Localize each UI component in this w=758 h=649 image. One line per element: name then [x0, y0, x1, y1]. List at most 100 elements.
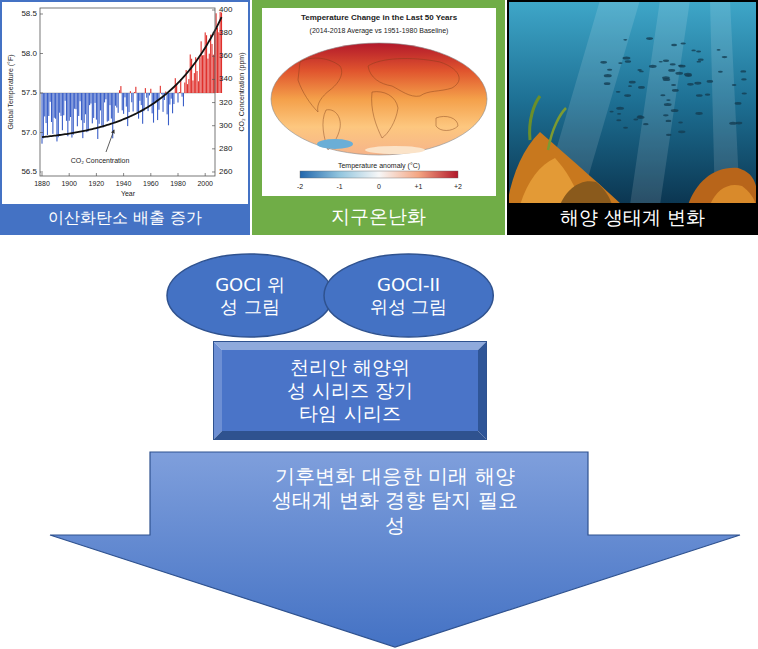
- temperature-bar: [56, 93, 57, 141]
- temperature-bar: [96, 93, 97, 120]
- temperature-bar: [66, 93, 67, 121]
- fish: [664, 103, 672, 106]
- temperature-bar: [209, 54, 210, 93]
- temperature-bar: [205, 32, 206, 93]
- fish: [625, 60, 631, 63]
- fish: [741, 78, 747, 80]
- temperature-bar: [177, 93, 178, 103]
- temperature-bar: [201, 41, 202, 93]
- chart-background: [0, 0, 250, 235]
- fish: [663, 60, 669, 62]
- ellipse-shape: [167, 254, 333, 337]
- temperature-bar: [62, 93, 63, 130]
- temperature-bar: [94, 93, 95, 103]
- fish: [722, 56, 728, 58]
- temperature-bar: [157, 93, 158, 120]
- axis-label: 1940: [116, 180, 132, 187]
- temperature-bar: [134, 92, 135, 94]
- temperature-bar: [88, 93, 89, 131]
- temperature-bar: [119, 90, 120, 93]
- fish: [696, 94, 703, 97]
- temperature-bar: [90, 93, 91, 104]
- temperature-bar: [55, 93, 56, 119]
- temperature-bar: [128, 93, 129, 112]
- fish: [604, 82, 611, 85]
- bevel-edge: [213, 431, 487, 440]
- fish: [623, 127, 628, 129]
- fish: [668, 69, 675, 72]
- fish: [666, 120, 672, 122]
- temperature-bar: [43, 93, 44, 138]
- axis-label: (2014-2018 Average vs 1951-1980 Baseline…: [310, 27, 449, 34]
- axis-label: 56.5: [21, 168, 37, 176]
- axis-label: 400: [219, 6, 232, 14]
- cold-spot: [317, 139, 353, 149]
- temperature-bar: [44, 93, 45, 116]
- tick: [212, 79, 215, 80]
- temperature-bar: [217, 27, 218, 93]
- fish: [678, 122, 683, 124]
- axis-label: CO₂ Concentration: [71, 157, 130, 164]
- temperature-bar: [48, 93, 49, 116]
- temperature-bar: [105, 93, 106, 99]
- axis-label: 300: [219, 122, 232, 130]
- bevel-face: [222, 350, 478, 431]
- text-holder: GOCI-II 위성 그림: [366, 274, 452, 318]
- temperature-bar: [184, 83, 185, 93]
- arrow-shape: [50, 452, 740, 647]
- axis-label: 360: [219, 52, 232, 60]
- fish: [616, 107, 624, 110]
- temperature-bar: [135, 87, 136, 93]
- axis-label: -2: [297, 183, 303, 190]
- text-holder: 기후변화 대응한 미래 해양생태계 변화 경향 탐지 필요성: [268, 464, 523, 537]
- tick: [212, 102, 215, 103]
- satellite-ellipse: GOCI 위성 그림: [166, 253, 334, 338]
- bevel-outline: [214, 342, 487, 440]
- temperature-bar: [150, 89, 151, 93]
- fish: [678, 65, 683, 67]
- temperature-bar: [85, 93, 86, 114]
- temperature-bar: [198, 81, 199, 93]
- bevel-edge: [213, 341, 487, 350]
- temperature-bar: [51, 93, 52, 122]
- temperature-bar: [77, 93, 78, 126]
- temperature-bar: [130, 91, 131, 93]
- temperature-bar: [203, 55, 204, 93]
- map-plot-background: [262, 8, 496, 196]
- temperature-bar: [60, 93, 61, 116]
- fish: [740, 70, 746, 72]
- fish: [729, 122, 737, 125]
- tick: [40, 93, 43, 94]
- temperature-bar: [59, 93, 60, 113]
- axis-label: 57.0: [21, 129, 37, 137]
- tick: [40, 172, 43, 173]
- antarctic-band: [365, 146, 425, 154]
- axis-label: 1900: [61, 180, 77, 187]
- fish: [629, 81, 636, 84]
- tick: [212, 56, 215, 57]
- temperature-bar: [115, 93, 116, 106]
- temperature-bar: [52, 93, 53, 134]
- temperature-bar: [137, 93, 138, 112]
- world-map: [271, 43, 487, 155]
- tick: [205, 173, 206, 176]
- temperature-bar: [160, 86, 161, 93]
- fish: [666, 99, 670, 101]
- fish: [735, 102, 742, 105]
- fish: [628, 85, 632, 87]
- tick: [212, 10, 215, 11]
- temperature-bar: [158, 93, 159, 110]
- fish: [696, 61, 701, 63]
- temperature-bar: [190, 54, 191, 93]
- tick: [123, 173, 124, 176]
- fish: [691, 50, 695, 52]
- text-holder: 천리안 해양위성 시리즈 장기 타임 시리즈: [282, 356, 419, 426]
- tick: [150, 173, 151, 176]
- fish: [666, 134, 672, 136]
- fish: [660, 94, 665, 96]
- temperature-bar: [81, 93, 82, 120]
- temperature-bar: [99, 93, 100, 124]
- temperature-bar: [142, 93, 143, 124]
- fish-school: [600, 37, 747, 136]
- text-holder: GOCI 위성 그림: [208, 274, 292, 318]
